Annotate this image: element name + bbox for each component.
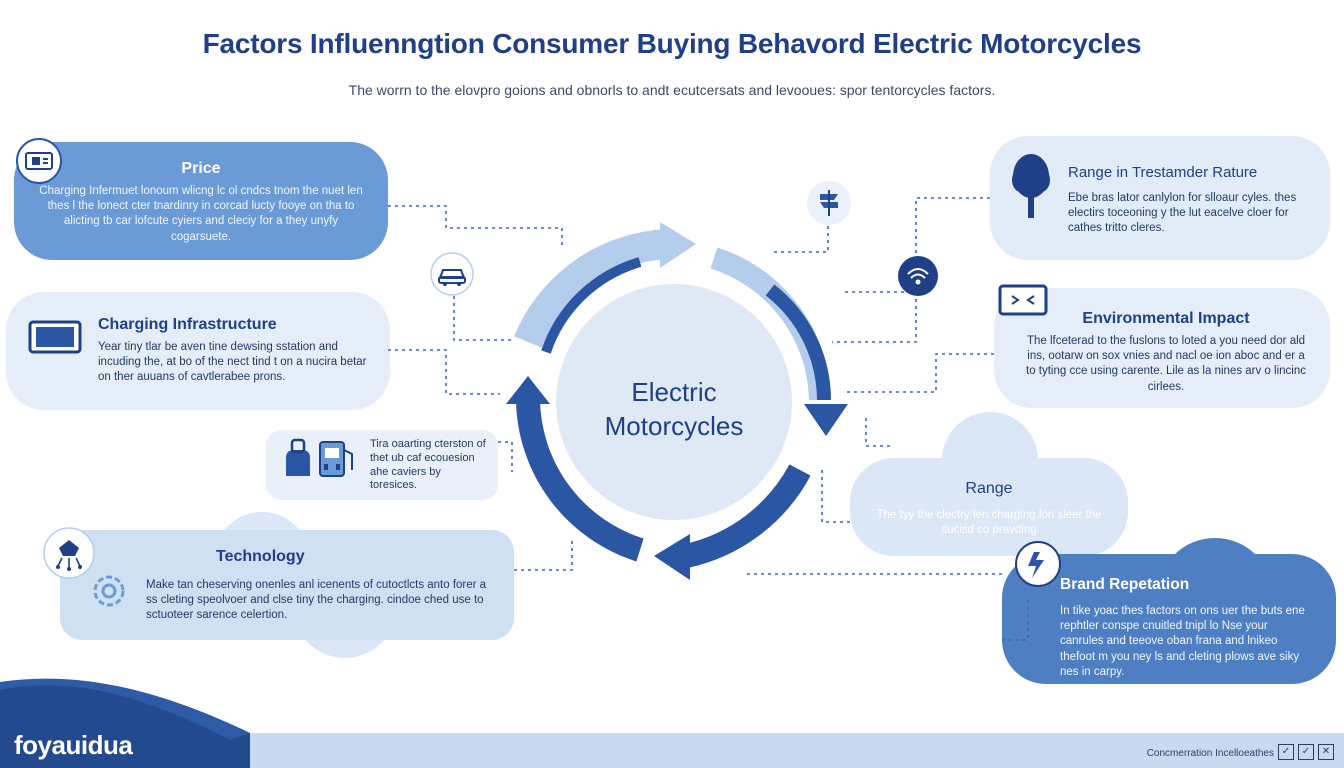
connector-charging <box>388 349 500 395</box>
center-label-line1: Electric <box>631 377 717 407</box>
factor-text-brand: In tike yoac thes factors on ons uer the… <box>1060 605 1305 678</box>
footer-icons: ✓ ✓ ✕ <box>1278 744 1334 760</box>
charging-station-icon <box>280 436 364 482</box>
connector-brand-down <box>1002 600 1029 641</box>
factor-title-range-rate: Range in Trestamder Rature <box>1068 164 1258 181</box>
page-subtitle: The worrn to the elovpro goions and obno… <box>348 82 996 98</box>
factor-card-environmental: Environmental Impact The lfceterad to th… <box>994 288 1330 408</box>
footer-close-icon[interactable]: ✕ <box>1318 744 1334 760</box>
cycle-arrow-top <box>660 222 696 268</box>
factor-title-technology: Technology <box>216 548 305 565</box>
center-label: Electric Motorcycles <box>558 376 790 444</box>
factor-text-price: Charging Infermuet lonoum wlicng lc ol c… <box>39 185 363 243</box>
factor-title-brand: Brand Repetation <box>1060 576 1190 593</box>
cycle-arrow-left <box>506 376 550 404</box>
factor-card-range: Range The tyy the clectry len charging l… <box>850 458 1128 556</box>
lightning-icon <box>1014 540 1062 588</box>
factor-text-small: Tira oaarting cterston of thet ub caf ec… <box>370 438 486 492</box>
factor-card-price: Price Charging Infermuet lonoum wlicng l… <box>14 142 388 260</box>
center-label-line2: Motorcycles <box>604 410 744 441</box>
cycle-arc-left <box>516 399 644 562</box>
footer-text: Concmerration Incelloeathes <box>1146 748 1274 759</box>
factor-text-range-rate: Ebe bras lator canlylon for slloaur cyle… <box>1068 192 1297 235</box>
monitor-icon <box>998 284 1048 318</box>
factor-text-charging: Year tiny tlar be aven tine dewsing ssta… <box>98 341 367 384</box>
tree-icon <box>1008 150 1054 220</box>
cycle-arrow-right <box>804 404 848 436</box>
cycle-arc-top-dark <box>541 257 642 354</box>
connector-technology <box>514 538 573 571</box>
factor-title-price: Price <box>181 160 221 177</box>
factor-text-environmental: The lfceterad to the fuslons to loted a … <box>1026 335 1306 393</box>
battery-screen-icon <box>28 318 82 356</box>
connector-car <box>453 296 514 341</box>
factor-card-range-rate: Range in Trestamder Rature Ebe bras lato… <box>990 136 1330 260</box>
connector-top-icon <box>770 226 829 253</box>
signpost-icon <box>806 180 852 226</box>
chip-network-icon <box>42 526 96 580</box>
page-title: Factors Influenngtion Consumer Buying Be… <box>202 28 1142 59</box>
money-card-icon <box>16 138 62 184</box>
factor-title-environmental: Environmental Impact <box>1082 310 1250 327</box>
gear-icon <box>86 568 132 614</box>
factor-title-charging: Charging Infrastructure <box>98 316 277 333</box>
connector-small <box>498 441 513 472</box>
footer-pin-icon[interactable]: ✓ <box>1278 744 1294 760</box>
connector-range-rate <box>832 197 990 343</box>
connector-price <box>388 205 563 248</box>
brand-logo: foyauidua <box>14 730 133 760</box>
cycle-arc-top-light <box>514 229 673 348</box>
factor-card-technology: Technology Make tan cheserving onenles a… <box>60 530 514 640</box>
cycle-arrow-bottom <box>654 534 690 580</box>
factor-text-technology: Make tan cheserving onenles anl icenents… <box>146 579 487 622</box>
wifi-hand-icon <box>896 254 940 298</box>
cycle-arc-bottom <box>683 464 811 568</box>
center-disc <box>556 284 792 520</box>
connector-environmental <box>846 353 994 393</box>
car-icon <box>430 252 474 296</box>
connector-range <box>821 470 850 523</box>
footer-check-icon[interactable]: ✓ <box>1298 744 1314 760</box>
factor-title-range: Range <box>965 480 1013 497</box>
connector-range-top <box>865 418 890 447</box>
cycle-arc-right-dark <box>765 284 831 401</box>
factor-text-range: The tyy the clectry len charging lon sle… <box>876 509 1102 537</box>
